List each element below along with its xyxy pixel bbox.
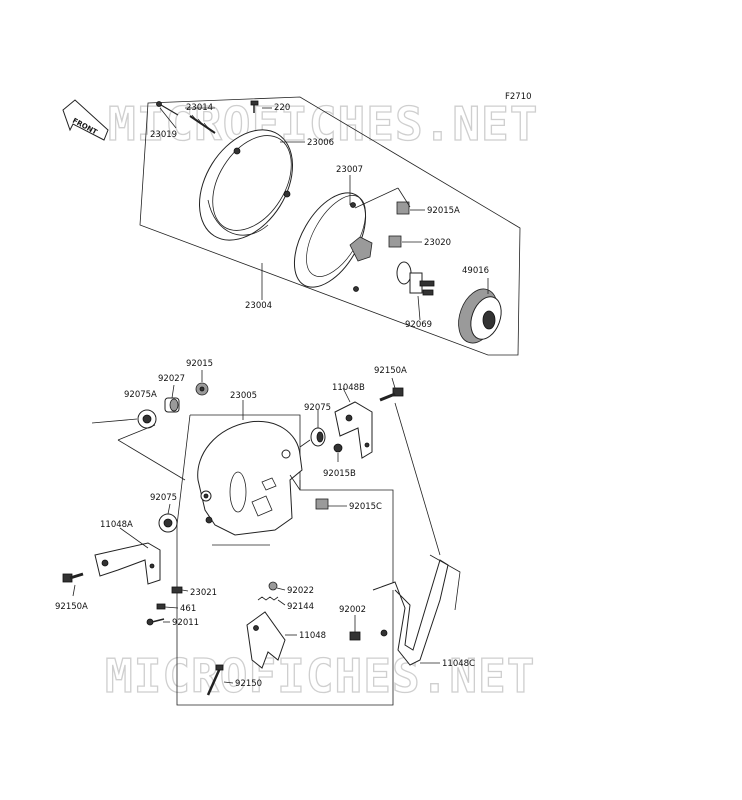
label-23004: 23004	[245, 301, 272, 311]
screw-220	[250, 100, 259, 113]
watermark-top: MICROFICHES.NET	[108, 97, 538, 151]
label-92144: 92144	[287, 602, 314, 612]
screw-92011	[146, 618, 165, 626]
bolt-92150a-bottom	[62, 572, 84, 583]
watermark-bottom: MICROFICHES.NET	[105, 649, 535, 703]
clip-23021	[171, 586, 183, 594]
label-23021: 23021	[190, 588, 217, 598]
label-92011: 92011	[172, 618, 199, 628]
bulb-92069	[396, 261, 435, 296]
front-arrow-icon: FRONT	[62, 99, 109, 141]
label-23006: 23006	[307, 138, 334, 148]
label-23020: 23020	[424, 238, 451, 248]
label-92015: 92015	[186, 359, 213, 369]
grommet-92075-left	[158, 513, 178, 533]
label-92002: 92002	[339, 605, 366, 615]
bracket-11048b	[334, 401, 373, 459]
bolt-92150a-top	[379, 387, 404, 402]
label-92150a-bottom: 92150A	[55, 602, 88, 612]
nut-92015c	[315, 498, 329, 510]
label-220: 220	[274, 103, 290, 113]
grommet-92075a	[137, 409, 157, 429]
spring-92144	[257, 596, 279, 601]
label-92015a: 92015A	[427, 206, 460, 216]
label-23019: 23019	[150, 130, 177, 140]
bolt-92002	[349, 629, 388, 641]
label-23005: 23005	[230, 391, 257, 401]
label-23007: 23007	[336, 165, 363, 175]
collar-92027	[164, 397, 180, 413]
lower-assembly-outline	[176, 414, 394, 706]
upper-assembly-outline	[139, 96, 521, 356]
screw-23019	[156, 101, 179, 116]
label-11048b: 11048B	[332, 383, 365, 393]
screw-23014	[189, 114, 216, 134]
nut-92015b	[333, 443, 343, 453]
label-92075-top: 92075	[304, 403, 331, 413]
stay-11048c	[372, 554, 461, 666]
label-23014: 23014	[186, 103, 213, 113]
collar-92022	[268, 581, 278, 591]
figure-code: F2710	[505, 92, 532, 102]
label-92015c: 92015C	[349, 502, 382, 512]
nut-23020	[388, 235, 402, 248]
label-92075a: 92075A	[124, 390, 157, 400]
label-92027: 92027	[158, 374, 185, 384]
dust-cover-49016	[458, 288, 502, 344]
part-461	[156, 603, 166, 610]
headlight-rim-23006	[199, 129, 293, 241]
label-92150a-top: 92150A	[374, 366, 407, 376]
bolt-92150	[206, 664, 224, 696]
label-92069: 92069	[405, 320, 432, 330]
bracket-11048a	[94, 542, 161, 585]
label-11048a: 11048A	[100, 520, 133, 530]
label-461: 461	[180, 604, 196, 614]
label-92022: 92022	[287, 586, 314, 596]
grommet-92075-top	[310, 427, 326, 447]
headlight-unit-23007	[293, 192, 373, 292]
label-92150: 92150	[235, 679, 262, 689]
label-11048: 11048	[299, 631, 326, 641]
headlight-case-23005	[197, 420, 303, 536]
bracket-11048	[246, 611, 286, 669]
label-49016: 49016	[462, 266, 489, 276]
label-11048c: 11048C	[442, 659, 475, 669]
nut-92015a	[396, 201, 410, 215]
nut-92015	[195, 382, 209, 396]
label-92075-left: 92075	[150, 493, 177, 503]
label-92015b: 92015B	[323, 469, 356, 479]
